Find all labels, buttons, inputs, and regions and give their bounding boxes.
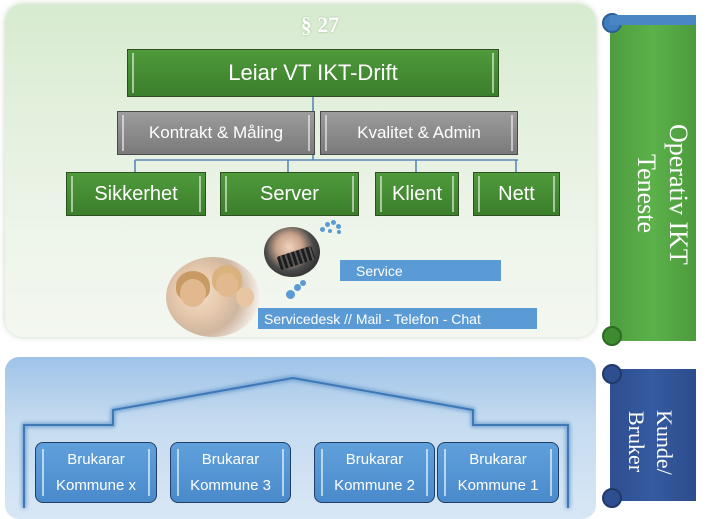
team-box-security: Sikkerhet xyxy=(66,172,206,216)
head-box: Leiar VT IKT-Drift xyxy=(127,49,499,97)
contract-box: Kontrakt & Måling xyxy=(117,111,315,155)
user-box-kommune-2: Brukarar Kommune 2 xyxy=(314,442,435,503)
scroll-green-line1: Operativ IKT xyxy=(664,123,693,265)
team-box-client: Klient xyxy=(375,172,459,216)
section-title: § 27 xyxy=(300,12,340,37)
user-box-kommune-3: Brukarar Kommune 3 xyxy=(170,442,291,503)
scroll-blue-line2: Bruker xyxy=(624,411,649,473)
support-agents-photo xyxy=(166,257,260,337)
customer-scroll: Kunde/ Bruker xyxy=(596,364,708,508)
team-box-label: Nett xyxy=(498,182,535,205)
head-box-label: Leiar VT IKT-Drift xyxy=(228,60,398,85)
operative-ict-scroll: Operativ IKT Teneste xyxy=(596,13,708,346)
quality-box-label: Kvalitet & Admin xyxy=(357,123,481,142)
scroll-blue-line1: Kunde/ xyxy=(652,409,677,475)
team-box-network: Nett xyxy=(473,172,560,216)
quality-box: Kvalitet & Admin xyxy=(320,111,518,155)
servicedesk-label: Servicedesk // Mail - Telefon - Chat xyxy=(258,308,537,329)
team-box-label: Server xyxy=(260,182,319,205)
user-box-kommune-x: Brukarar Kommune x xyxy=(35,442,157,503)
team-box-label: Klient xyxy=(391,182,443,205)
scroll-green-line2: Teneste xyxy=(632,154,661,234)
team-box-server: Server xyxy=(220,172,359,216)
keyboard-photo xyxy=(264,227,320,277)
user-box-kommune-1: Brukarar Kommune 1 xyxy=(437,442,559,503)
team-box-label: Sikkerhet xyxy=(94,182,178,205)
service-label: Service xyxy=(340,260,501,281)
contract-box-label: Kontrakt & Måling xyxy=(148,123,284,142)
